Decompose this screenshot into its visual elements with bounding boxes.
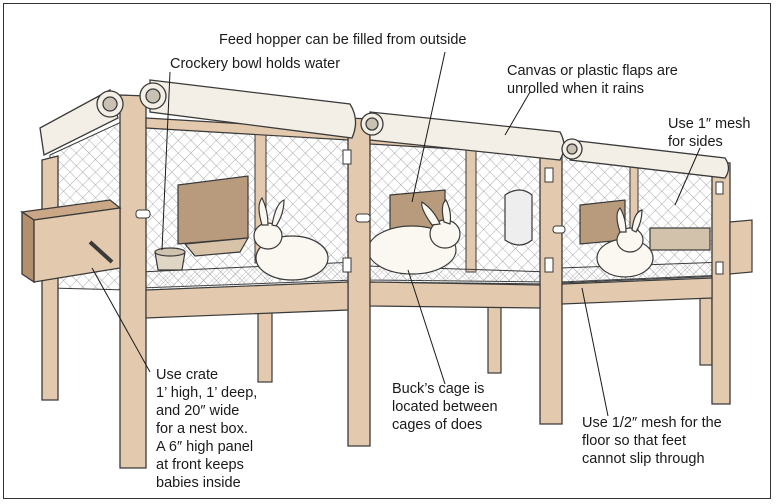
canvas-rolls	[39, 79, 730, 179]
label-nest-box: Use crate 1’ high, 1’ deep, and 20″ wide…	[156, 367, 258, 491]
label-canvas-flaps: Canvas or plastic flaps are unrolled whe…	[507, 63, 678, 97]
label-feed-hopper: Feed hopper can be filled from outside	[219, 32, 467, 48]
water-containers	[154, 189, 711, 271]
rabbits	[253, 196, 654, 281]
label-floor-mesh: Use 1/2″ mesh for the floor so that feet…	[582, 415, 722, 467]
label-crockery-bowl: Crockery bowl holds water	[170, 56, 341, 72]
nest-box	[20, 199, 122, 284]
leader-lines	[91, 51, 701, 417]
label-bucks-cage: Buck’s cage is located between cages of …	[392, 381, 498, 433]
hinges	[135, 149, 724, 275]
side-box	[729, 219, 753, 275]
label-side-mesh: Use 1″ mesh for sides	[668, 116, 751, 150]
